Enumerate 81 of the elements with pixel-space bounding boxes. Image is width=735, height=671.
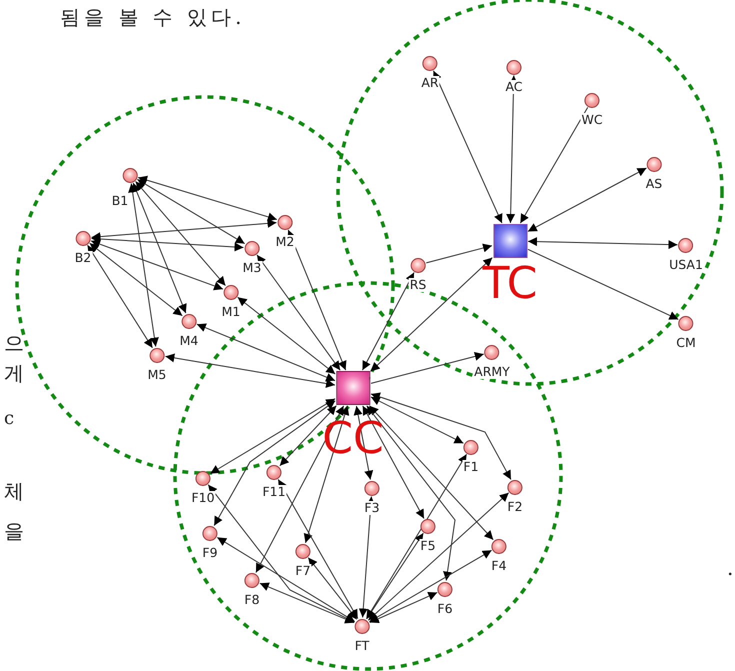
node-label: TC [482,262,538,306]
node-label: F9 [201,546,219,560]
text-fragment: 됨을 볼 수 있다. [60,4,246,31]
node-label: AR [420,76,440,90]
arrow [208,484,355,623]
node-label: F4 [490,558,508,572]
node-label: F11 [261,484,287,498]
node-label: F7 [294,564,312,578]
arrow [368,550,492,622]
arrow [520,106,588,224]
arrow [87,244,153,348]
arrow [90,234,244,252]
arrow [362,405,424,520]
arrow [426,244,493,264]
arrow [366,532,424,620]
arrow [366,405,456,582]
node-label: M2 [274,234,296,248]
text-fragment: 게 [4,360,24,387]
node-label: M4 [178,334,200,348]
arrow [128,182,159,348]
arrow [369,592,438,624]
arrow [527,248,679,320]
node-label: FT [354,638,370,652]
node-label: RS [408,278,428,292]
arrow [287,229,346,371]
arrow [256,254,341,371]
node-label: F6 [436,602,454,616]
arrow [214,400,336,526]
node-label: ARMY [473,364,511,378]
arrow [216,536,356,622]
arrow [278,478,358,620]
arrow [528,237,678,250]
text-fragment: 을 [4,518,24,545]
text-fragment: . [727,556,734,580]
arrow [432,70,502,224]
arrow [370,257,493,372]
arrow [237,296,336,374]
arrow [135,180,226,286]
arrow [210,398,336,474]
arrow [279,405,337,466]
node-label: B1 [110,194,130,208]
node-label: F2 [506,500,524,514]
node-label: F8 [243,592,261,606]
arrow [370,392,512,480]
node-label: M5 [146,368,168,382]
arrow [370,352,484,384]
arrow [90,240,224,290]
arrow [304,405,350,544]
node-label: F1 [462,460,480,474]
arrow [136,178,246,244]
arrow [362,272,415,371]
arrow [132,182,187,314]
arrow [366,454,468,620]
arrow [255,405,344,573]
arrow [368,492,510,621]
node-label: M3 [242,260,262,274]
arrow [164,353,336,388]
node-label: AC [504,80,524,94]
node-label: AS [644,176,664,190]
arrow [259,582,355,624]
arrow [527,168,647,232]
node-label: USA1 [668,258,704,272]
arrow [90,218,278,242]
node-label: B2 [74,250,92,264]
node-label: CM [675,336,697,350]
arrow [506,75,518,224]
node-label: M1 [220,304,242,318]
node-label: F10 [190,490,216,504]
text-fragment: 으 [4,330,24,357]
arrow [370,396,464,444]
arrow [368,405,494,540]
arrow [89,242,183,316]
arrow [358,496,376,618]
text-fragment: c [4,408,14,429]
arrow [196,323,336,382]
node-label: WC [580,112,604,126]
node-label: F3 [363,500,381,514]
arrow [138,176,278,222]
node-label: F5 [419,538,437,552]
arrow [308,557,358,620]
text-fragment: 체 [4,478,24,505]
